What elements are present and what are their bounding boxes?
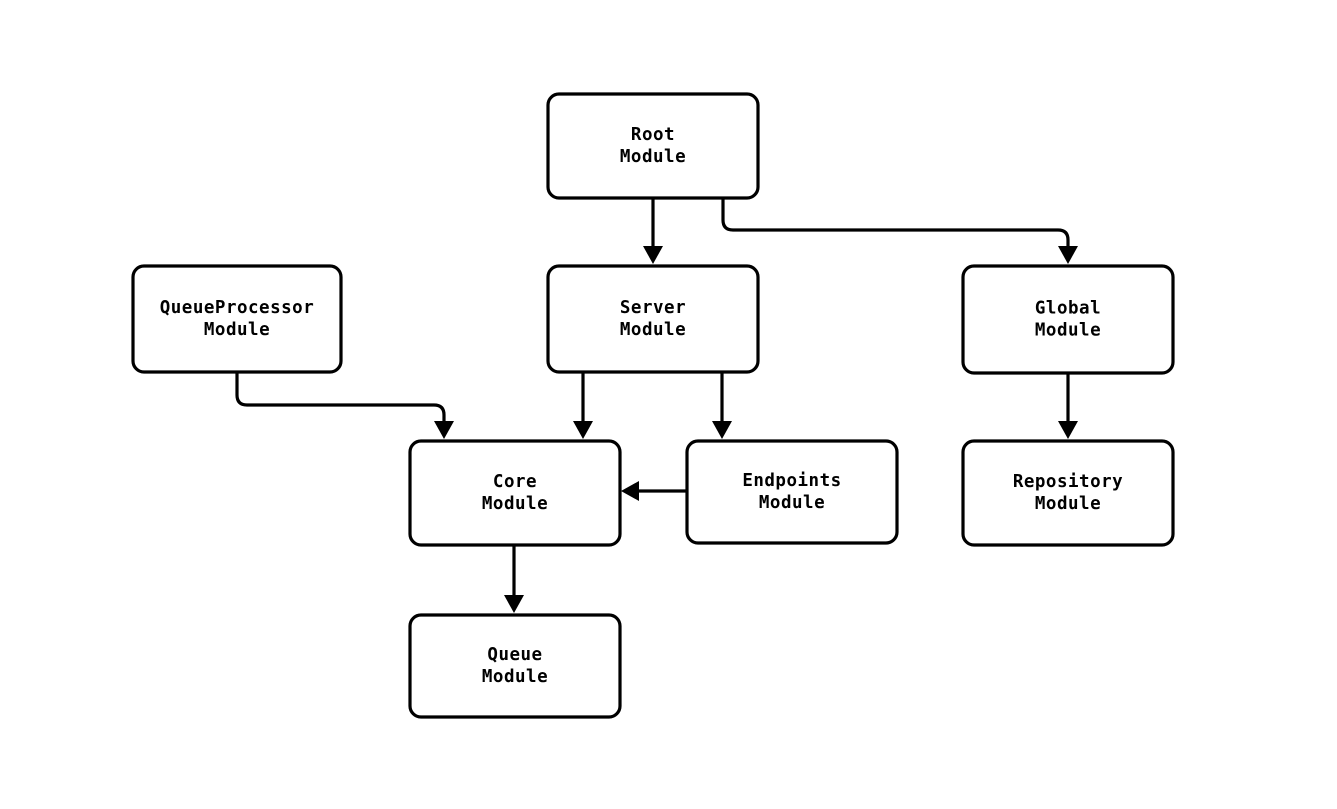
node-label-line2: Module [1035,494,1101,514]
node-box[interactable] [408,613,622,719]
node-label-line1: Queue [487,645,542,665]
node-label-line2: Module [759,493,825,513]
node-label-line1: Server [620,298,686,318]
node-label-line1: QueueProcessor [160,298,315,318]
arrowhead-icon [621,481,639,501]
edge-server-to-endpoints [712,372,732,439]
arrowhead-icon [643,246,663,264]
node-label-line2: Module [482,667,548,687]
arrowhead-icon [1058,421,1078,439]
edge-endpoints-to-core [621,481,687,501]
edge-core-to-queue [504,545,524,613]
arrowhead-icon [712,421,732,439]
node-label-line1: Endpoints [742,471,841,491]
arrowhead-icon [573,421,593,439]
node-label-line1: Global [1035,299,1101,319]
node-label-line2: Module [620,147,686,167]
node-box[interactable] [961,439,1175,547]
node-box[interactable] [685,439,899,545]
edge-root-to-global [721,198,1078,264]
node-box[interactable] [131,264,343,374]
nodes-layer: RootModuleQueueProcessorModuleServerModu… [131,92,1175,719]
node-label-line1: Core [493,472,537,492]
edge-root-to-server [643,198,663,264]
node-box[interactable] [961,264,1175,375]
node-label-line2: Module [204,320,270,340]
node-label-line1: Repository [1013,472,1123,492]
arrowhead-icon [504,595,524,613]
edge-server-to-core [573,372,593,439]
node-label-line1: Root [631,125,675,145]
edge-global-to-repository [1058,373,1078,439]
edges-layer [235,198,1078,613]
node-label-line2: Module [482,494,548,514]
node-box[interactable] [546,264,760,374]
node-label-line2: Module [1035,321,1101,341]
arrowhead-icon [1058,246,1078,264]
node-label-line2: Module [620,320,686,340]
edge-line [721,198,1070,254]
node-box[interactable] [408,439,622,547]
node-box[interactable] [546,92,760,200]
edge-line [235,372,446,429]
arrowhead-icon [434,421,454,439]
edge-queueprocessor-to-core [235,372,454,439]
